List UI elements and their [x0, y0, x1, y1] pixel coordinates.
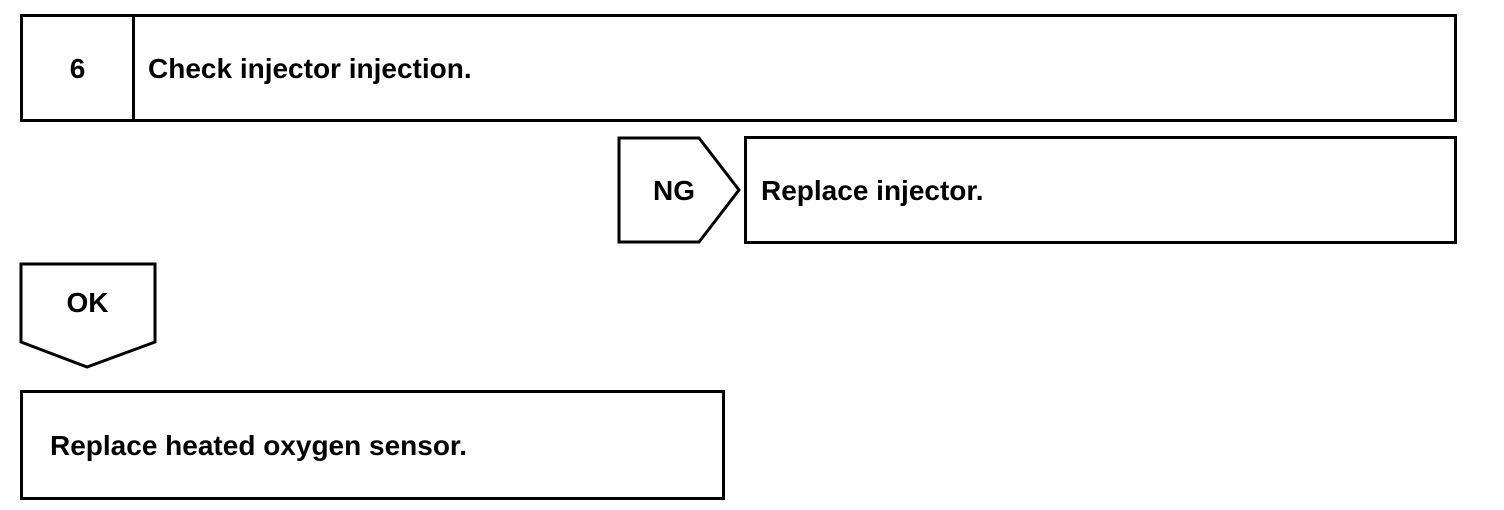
ng-arrow-outline [617, 136, 741, 244]
ok-label: OK [66, 287, 109, 318]
ng-arrow-shape [617, 136, 741, 244]
step-box [20, 14, 1457, 122]
ok-arrow-shape [19, 262, 157, 369]
ok-arrow-outline [19, 262, 157, 369]
ng-action-text: Replace injector. [761, 175, 984, 206]
ok-action-box [20, 390, 725, 500]
ok-action-text: Replace heated oxygen sensor. [50, 430, 468, 461]
step-divider [132, 14, 135, 122]
step-number: 6 [69, 53, 86, 84]
step-title: Check injector injection. [148, 53, 472, 84]
ng-action-box [744, 136, 1457, 244]
ng-label: NG [653, 175, 695, 206]
